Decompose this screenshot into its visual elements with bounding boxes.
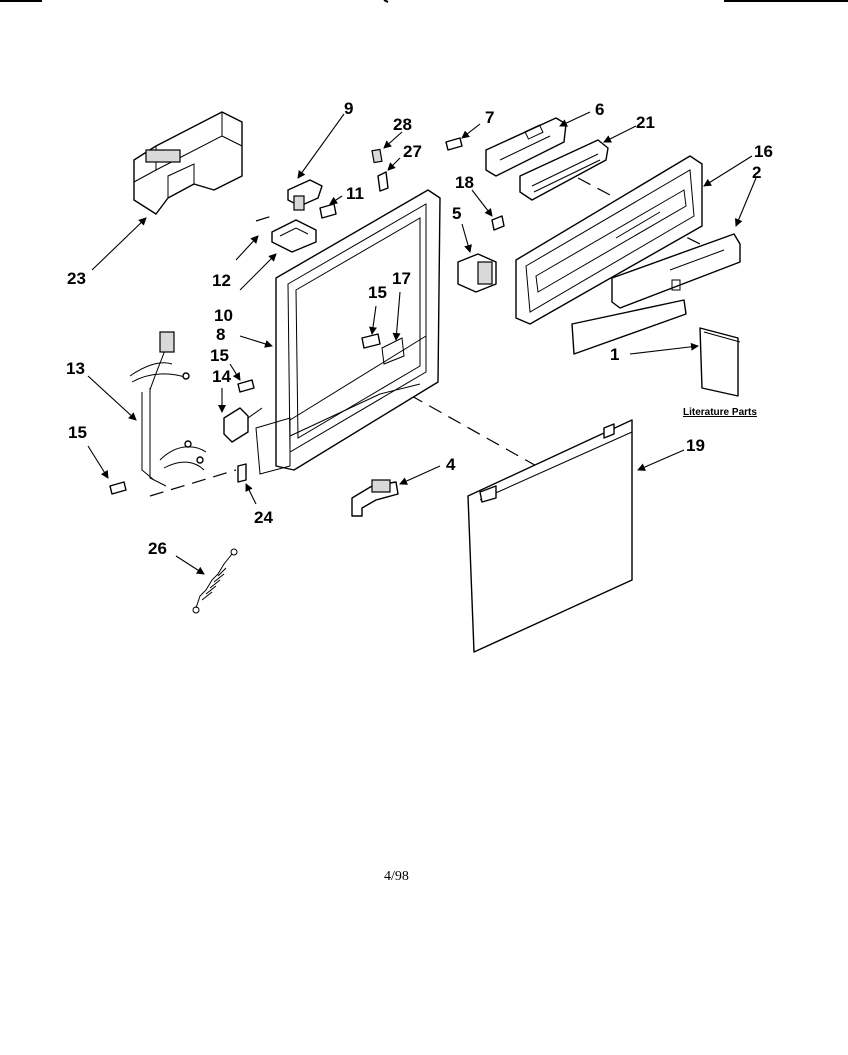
part-13-harness: [129, 331, 207, 487]
label-7: 7: [485, 108, 494, 127]
label-8: 8: [216, 325, 225, 344]
label-11: 11: [346, 184, 364, 203]
part-24-clip: [237, 463, 247, 483]
label-28: 28: [393, 115, 412, 134]
part-28-27-clips: [371, 148, 389, 192]
label-21: 21: [636, 113, 655, 132]
label-15-lower: 15: [68, 423, 87, 442]
label-1: 1: [610, 345, 619, 364]
footer-date: 4/98: [384, 869, 409, 884]
screws: [109, 137, 463, 495]
literature-booklet: [699, 327, 741, 397]
part-21-membrane: [519, 139, 609, 201]
literature-parts-label: Literature Parts: [683, 407, 757, 418]
part-23-cover: [133, 111, 243, 215]
part-10-bracket: [271, 219, 317, 253]
part-4-hinge: [351, 479, 399, 517]
top-edge-marks: [0, 0, 848, 3]
part-labels: 9 28 27 11 12 10 23 8 15 17 15 14 13 15 …: [66, 99, 773, 884]
part-1-strip: [571, 299, 687, 355]
part-18-knob: [491, 215, 505, 231]
label-26: 26: [148, 539, 167, 558]
part-16-console: [515, 155, 703, 325]
label-24: 24: [254, 508, 273, 527]
part-6-bracket: [485, 117, 567, 177]
label-9: 9: [344, 99, 353, 118]
part-14-switch: [223, 407, 263, 443]
label-14: 14: [212, 367, 231, 386]
label-10: 10: [214, 306, 233, 325]
label-15-upper: 15: [368, 283, 387, 302]
label-4: 4: [446, 455, 456, 474]
label-5: 5: [452, 204, 461, 223]
label-27: 27: [403, 142, 422, 161]
part-8-frame: [255, 189, 441, 475]
label-18: 18: [455, 173, 474, 192]
label-13: 13: [66, 359, 85, 378]
part-9-latch: [287, 179, 337, 219]
label-6: 6: [595, 100, 604, 119]
part-26-spring: [192, 548, 238, 614]
part-2-panel: [611, 233, 741, 309]
part-5-timer: [457, 253, 497, 293]
label-17: 17: [392, 269, 411, 288]
label-23: 23: [67, 269, 86, 288]
label-16: 16: [754, 142, 773, 161]
label-15-mid: 15: [210, 346, 229, 365]
part-19-door: [467, 419, 633, 653]
leader-lines: [87, 111, 757, 575]
label-12: 12: [212, 271, 231, 290]
label-2: 2: [752, 163, 761, 182]
label-19: 19: [686, 436, 705, 455]
